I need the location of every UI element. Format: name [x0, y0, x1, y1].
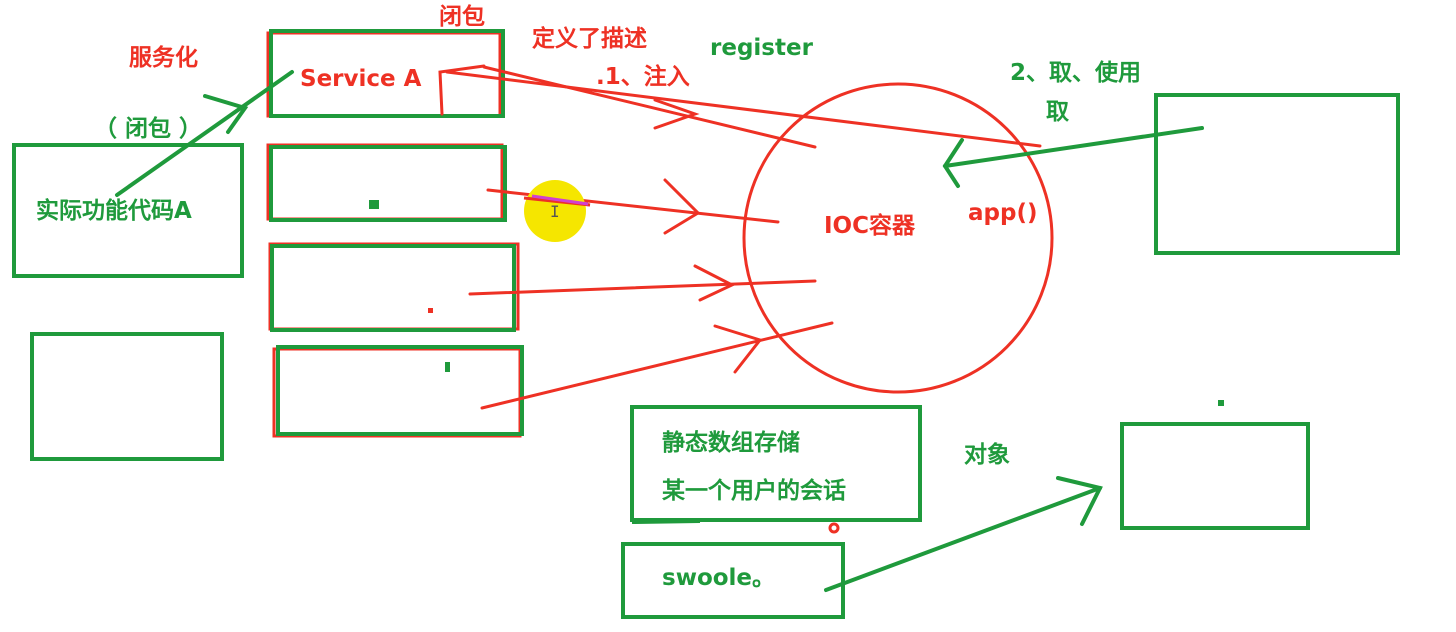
fetch-arrow: [942, 126, 1204, 188]
object-label: 对象: [964, 442, 1010, 468]
register-label: register: [710, 35, 813, 61]
static-array-label: 静态数组存储: [662, 430, 800, 456]
service-a-box: [266, 29, 505, 118]
inject-arrow-3: [468, 264, 817, 302]
register-lines: [438, 64, 1042, 149]
closure-paren-label: （ 闭包 ）: [94, 116, 203, 142]
consumer-box: [1154, 93, 1400, 255]
text-cursor-ibeam-icon: I: [550, 202, 560, 221]
service-box-2: [266, 143, 507, 222]
ioc-container-circle: [742, 82, 1054, 394]
swoole-object-arrow: [824, 476, 1103, 592]
actual-code-label: 实际功能代码A: [36, 198, 192, 224]
ioc-label: IOC容器: [824, 213, 915, 239]
object-box: [1120, 422, 1310, 530]
service-box-4: [272, 345, 524, 438]
service-a-label: Service A: [300, 66, 422, 92]
fetch-use-label: 2、取、使用: [1010, 60, 1142, 86]
actual-code-box: [12, 143, 244, 278]
servicify-arrow: [115, 70, 294, 197]
swoole-label: swoole。: [662, 565, 776, 591]
closure-top-label: 闭包: [439, 4, 485, 30]
service-box-3: [268, 242, 520, 332]
empty-left-box: [30, 332, 224, 461]
app-call-label: app(): [968, 200, 1038, 226]
fetch-label: 取: [1046, 99, 1069, 125]
user-session-label: 某一个用户的会话: [662, 478, 846, 504]
defined-desc-label: 定义了描述: [532, 26, 647, 52]
static-array-box: [630, 405, 922, 522]
cursor-highlight: [524, 180, 586, 242]
inject-label: .1、注入: [596, 64, 690, 90]
swoole-box: [621, 542, 845, 619]
servicify-label: 服务化: [129, 45, 198, 71]
inject-arrow-4: [480, 321, 834, 410]
